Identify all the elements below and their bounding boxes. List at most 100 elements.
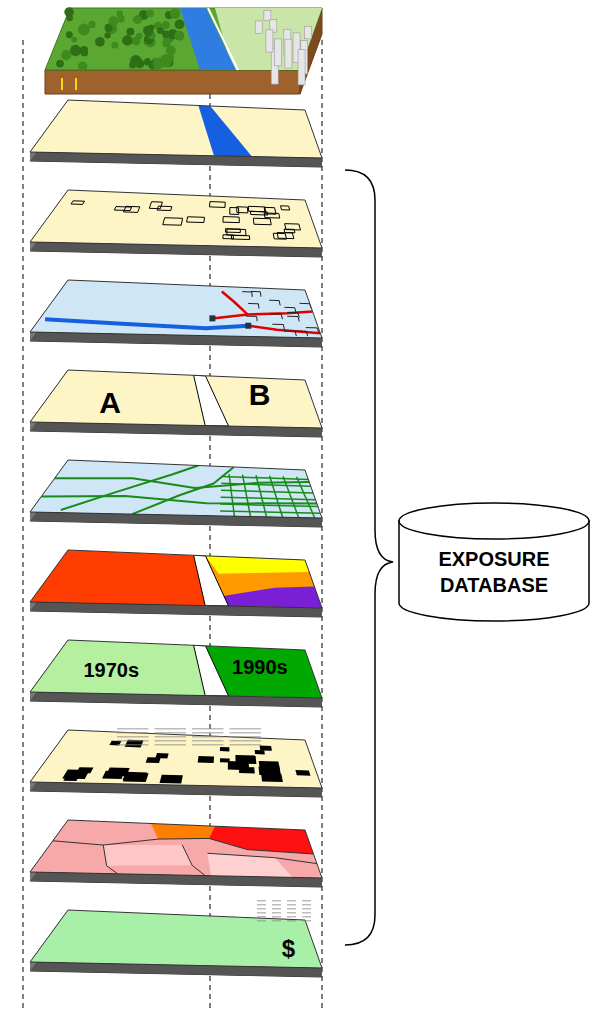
zone-border (182, 845, 205, 876)
table-cell (257, 908, 266, 910)
table-cell (117, 732, 149, 734)
building-footprint (102, 771, 125, 779)
layer-content (30, 910, 322, 968)
building-outline (149, 202, 162, 209)
hazard-zone (209, 826, 314, 854)
table-cell (257, 900, 266, 902)
tree (81, 46, 88, 53)
layer-base (30, 910, 322, 968)
table-cell (257, 904, 266, 906)
building-footprint (258, 767, 281, 776)
layer-content (30, 640, 322, 698)
network-line (246, 316, 257, 321)
building-outline (209, 202, 225, 208)
network-line (295, 331, 308, 336)
layer-base (30, 820, 322, 878)
map-layer (30, 100, 322, 167)
table-cell (257, 920, 266, 922)
layer-base (30, 640, 322, 698)
tree (153, 63, 160, 70)
tree (88, 21, 95, 28)
network-line (242, 292, 252, 297)
zone-border (103, 845, 117, 874)
pipe-line (212, 312, 312, 319)
building-footprint (76, 767, 93, 773)
table-cell (287, 916, 296, 918)
table-cell (287, 904, 296, 906)
map-layer (30, 820, 322, 887)
database-cylinder: EXPOSURE DATABASE (398, 502, 590, 622)
network-line (284, 331, 297, 336)
building-outline (157, 206, 172, 210)
table-cell (302, 908, 311, 910)
river-gap (194, 645, 229, 696)
zone-region (223, 586, 322, 608)
building-footprint (160, 775, 183, 784)
map-layer (30, 640, 322, 707)
tree (162, 39, 170, 47)
street-grid (229, 474, 234, 516)
tree (66, 31, 73, 38)
table-cell (192, 744, 224, 746)
river (198, 106, 252, 157)
layer-base (30, 280, 322, 338)
map-layer (30, 550, 322, 617)
tree (126, 28, 134, 36)
map-layer (30, 280, 322, 347)
building-footprint (260, 745, 272, 750)
tree (136, 33, 142, 39)
table-cell (302, 916, 311, 918)
table-cell (257, 916, 266, 918)
zone-border (207, 853, 316, 863)
map-label: $ (282, 937, 295, 961)
building (255, 21, 262, 33)
map-label: 1970s (83, 660, 139, 680)
table-cell (272, 908, 281, 910)
building (266, 30, 273, 52)
layer-outline (30, 820, 322, 878)
network-line (248, 303, 259, 308)
table-cell (272, 912, 281, 914)
map-label: A (99, 388, 121, 418)
street-grid (222, 476, 309, 479)
building (285, 39, 292, 68)
table-cell (117, 736, 149, 738)
building-footprint (63, 776, 79, 781)
layer-content (30, 820, 322, 878)
tree (95, 37, 105, 47)
building-outline (253, 218, 271, 225)
building-footprint (235, 755, 256, 764)
map-layer (30, 910, 322, 977)
building-footprint (255, 750, 265, 754)
layer-outline (30, 640, 322, 698)
tree (78, 23, 90, 35)
soil-front (45, 70, 300, 94)
layer-base (30, 730, 322, 788)
building-outline (225, 229, 240, 233)
street-grid (270, 476, 283, 517)
building (305, 27, 312, 39)
well (61, 78, 63, 90)
road (132, 467, 234, 514)
building-outline (248, 206, 265, 211)
building-outline (273, 233, 286, 239)
tree (117, 15, 124, 22)
building-footprint (295, 770, 310, 776)
cylinder-top (399, 503, 589, 539)
street-grid (221, 490, 313, 493)
table-cell (302, 912, 311, 914)
network-line (271, 314, 283, 319)
building-outline (71, 201, 85, 205)
building-outline (123, 206, 139, 212)
tree (61, 50, 71, 60)
building-footprint (123, 773, 149, 782)
tree (104, 32, 110, 38)
table-cell (272, 920, 281, 922)
tree (143, 26, 153, 36)
valve (209, 315, 215, 321)
tree (71, 36, 77, 42)
building-footprint (198, 756, 214, 763)
table-cell (230, 744, 262, 746)
road (61, 466, 199, 511)
layer-content (30, 280, 322, 338)
